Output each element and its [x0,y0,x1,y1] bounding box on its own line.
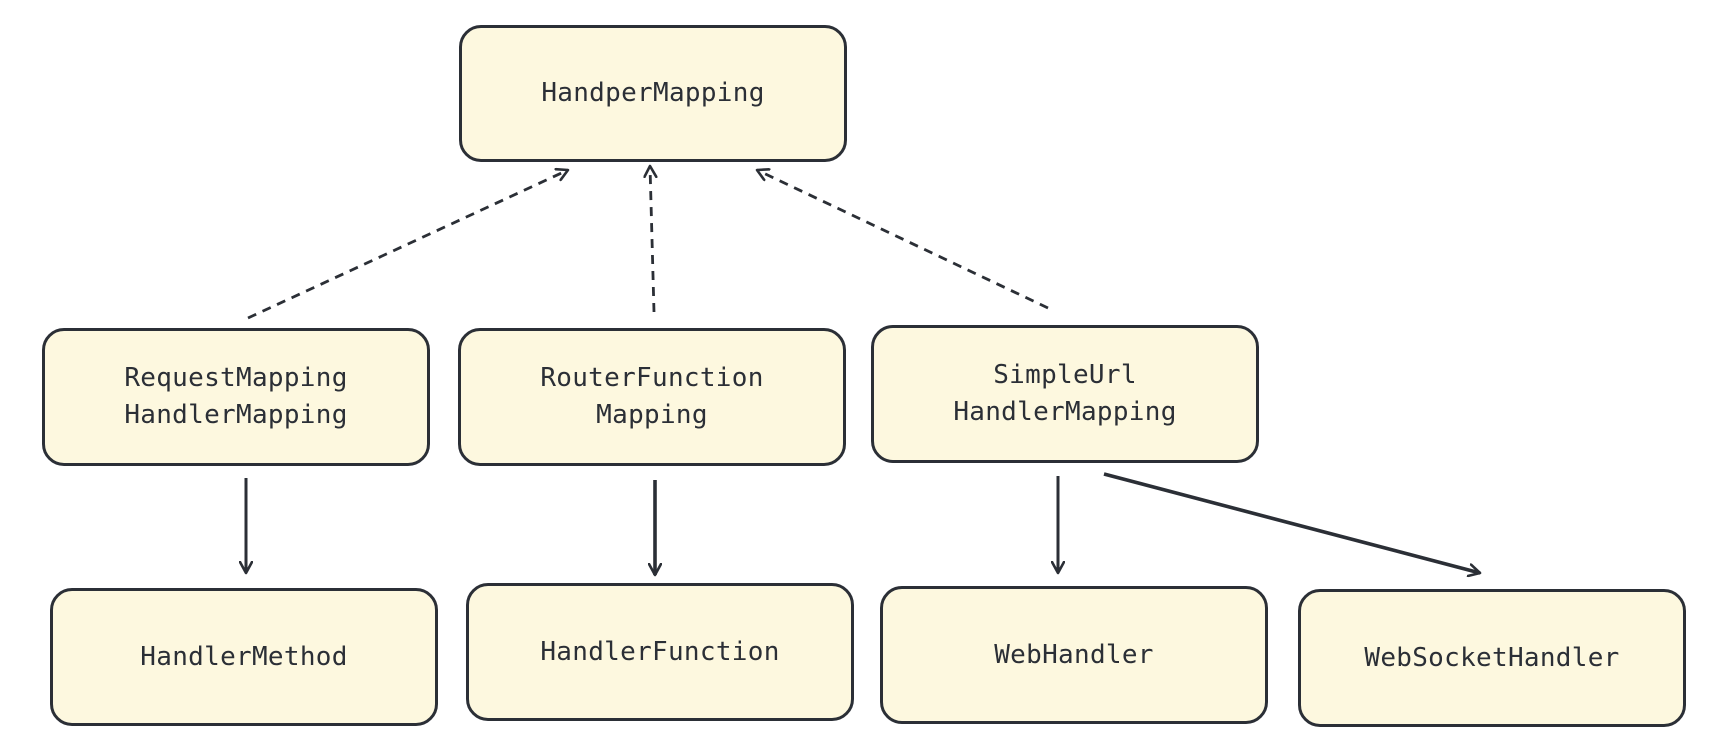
node-handler-method: HandlerMethod [50,588,438,726]
node-simple-url-handler-mapping: SimpleUrl HandlerMapping [871,325,1259,463]
edge-simple-url-to-web-socket-handler [1103,472,1480,573]
node-label-line: RouterFunction [540,363,764,393]
node-label-line: HandlerMethod [140,641,348,672]
node-request-mapping-handler-mapping: RequestMapping HandlerMapping [42,328,430,466]
node-label-line: WebHandler [994,639,1154,670]
node-web-handler: WebHandler [880,586,1268,724]
edge-simple-url-to-root [757,170,1049,310]
node-label-line: HandlerMapping [124,400,348,430]
node-web-socket-handler: WebSocketHandler [1298,589,1686,727]
node-label-line: HandperMapping [541,78,765,108]
node-handler-function: HandlerFunction [466,583,854,721]
node-label-line: HandlerMapping [953,397,1177,427]
node-label-line: WebSocketHandler [1364,642,1620,673]
node-label-line: RequestMapping [124,363,348,393]
node-handper-mapping: HandperMapping [459,25,847,162]
node-label-line: Mapping [596,400,708,430]
node-label-line: HandlerFunction [540,636,780,667]
edge-router-function-to-root [650,166,654,313]
node-router-function-mapping: RouterFunction Mapping [458,328,846,466]
node-label-line: SimpleUrl [993,360,1137,390]
edge-request-mapping-to-root [247,170,568,320]
